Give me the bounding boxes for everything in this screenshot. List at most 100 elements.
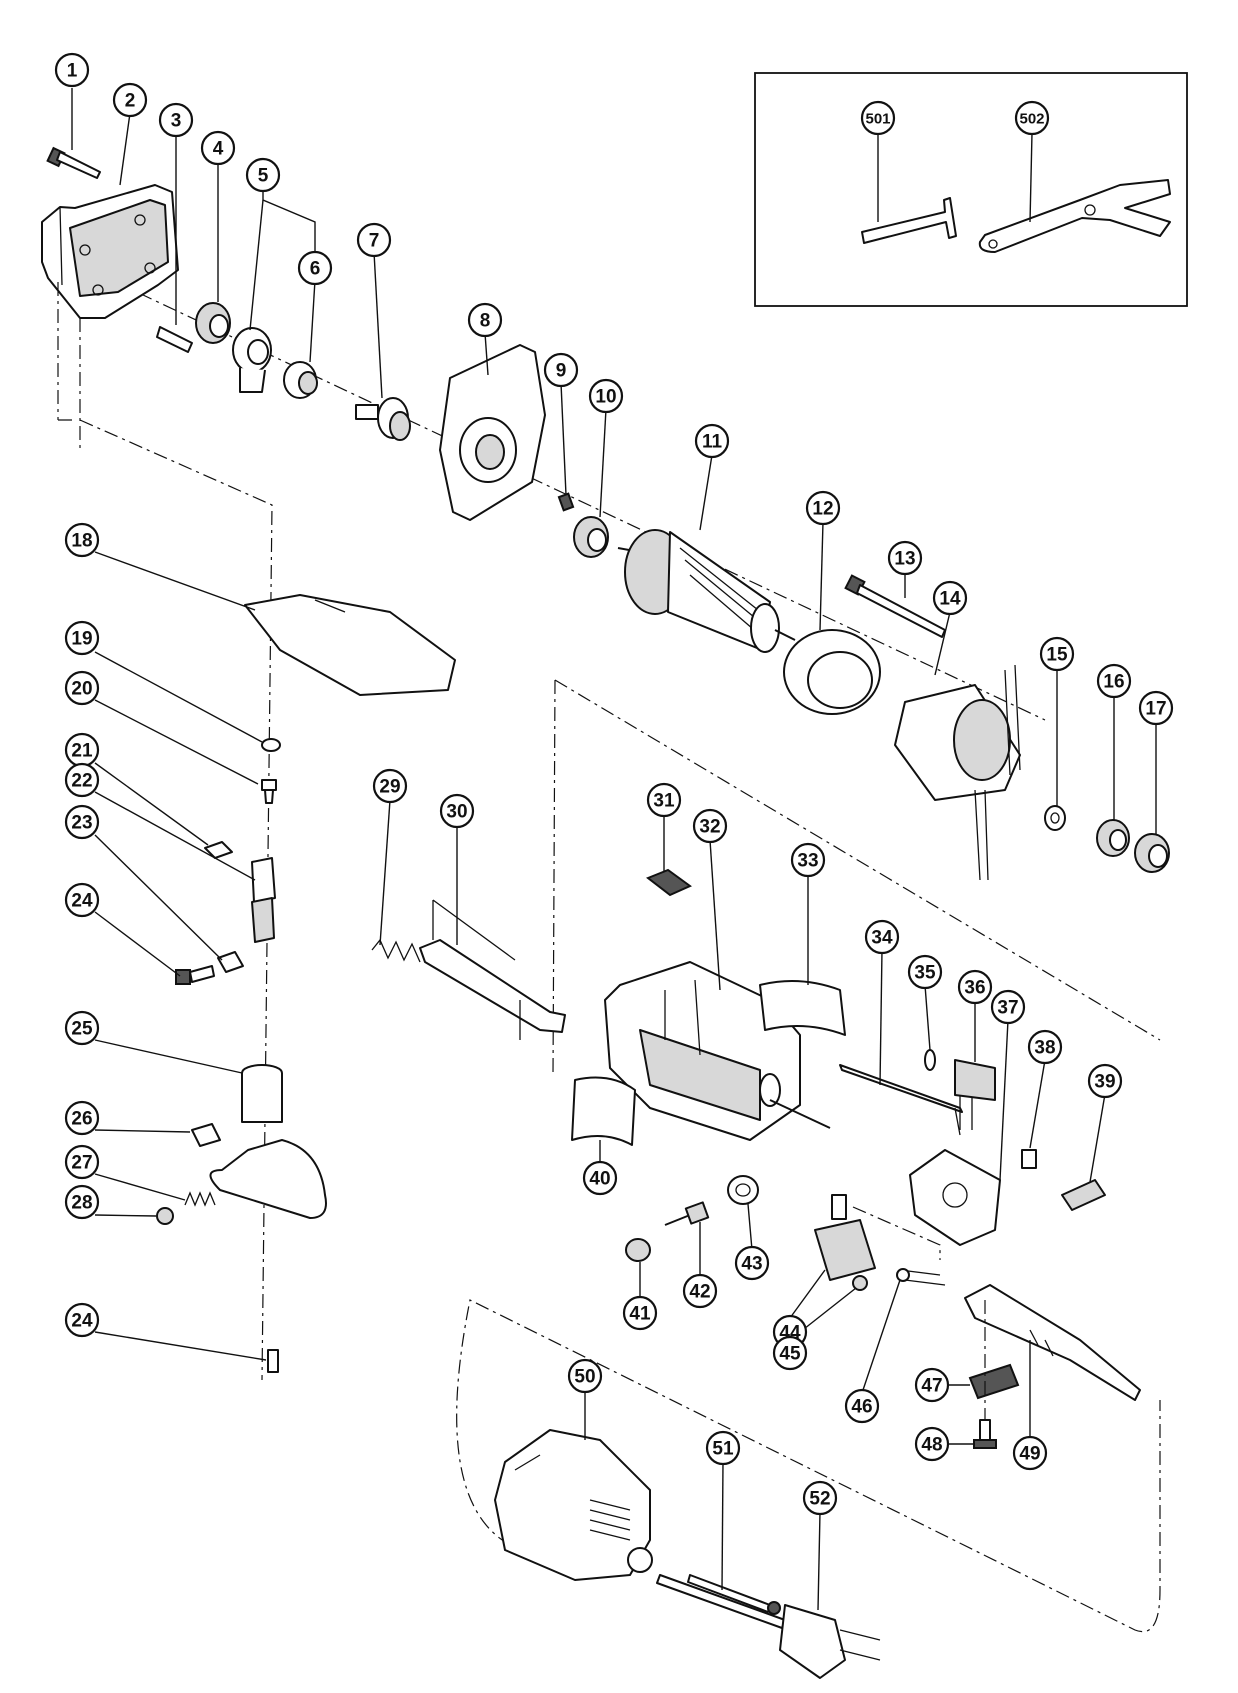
callout-number: 31 xyxy=(653,791,675,812)
washer-15 xyxy=(1044,805,1066,831)
callout-33: 33 xyxy=(790,842,826,878)
callout-25: 25 xyxy=(64,1010,100,1046)
callout-35: 35 xyxy=(907,954,943,990)
callout-number: 17 xyxy=(1145,699,1166,720)
callout-9: 9 xyxy=(543,352,579,388)
callout-24b: 24 xyxy=(64,1302,100,1338)
callout-circle xyxy=(802,1480,838,1516)
callout-circle xyxy=(907,954,943,990)
callout-number: 14 xyxy=(939,589,961,610)
callout-circle xyxy=(112,82,148,118)
cord-plug-52 xyxy=(656,1511,881,1679)
screw-51 xyxy=(687,1461,781,1615)
carbon-brush-rod-34 xyxy=(839,949,963,1136)
hex-wrench-501 xyxy=(861,133,957,244)
callout-24a: 24 xyxy=(64,882,100,918)
callout-circle xyxy=(64,1144,100,1180)
ball-bearing-10 xyxy=(573,516,609,558)
callout-number: 38 xyxy=(1034,1038,1055,1059)
callout-27: 27 xyxy=(64,1144,100,1180)
callout-number: 23 xyxy=(71,813,92,834)
callout-circle xyxy=(622,1295,658,1331)
callout-number: 4 xyxy=(213,139,224,160)
guard-plate-18 xyxy=(94,551,456,696)
callout-52: 52 xyxy=(802,1480,838,1516)
callout-number: 37 xyxy=(997,998,1018,1019)
noise-suppressor-36 xyxy=(954,1000,996,1130)
callout-number: 7 xyxy=(369,231,380,252)
callout-circle xyxy=(914,1367,950,1403)
callout-circle xyxy=(64,804,100,840)
callout-48: 48 xyxy=(914,1426,950,1462)
callout-30: 30 xyxy=(439,793,475,829)
callout-circle xyxy=(543,352,579,388)
callout-number: 32 xyxy=(699,817,720,838)
callout-number: 40 xyxy=(589,1169,610,1190)
callout-18: 18 xyxy=(64,522,100,558)
callout-40: 40 xyxy=(582,1160,618,1196)
callout-circle xyxy=(844,1388,880,1424)
callout-circle xyxy=(64,1302,100,1338)
label-40 xyxy=(571,1076,636,1165)
callout-circle xyxy=(297,250,333,286)
callout-number: 9 xyxy=(556,361,567,382)
callout-circle xyxy=(990,989,1026,1025)
callouts: 1234567891011121314151617181920212223242… xyxy=(54,52,1174,1516)
callout-circle xyxy=(64,620,100,656)
accessory-box xyxy=(754,72,1188,307)
callout-circle xyxy=(64,1184,100,1220)
callout-circle xyxy=(1138,690,1174,726)
callout-number: 15 xyxy=(1046,645,1068,666)
callout-number: 42 xyxy=(689,1282,710,1303)
nut-26 xyxy=(94,1123,221,1147)
callout-circle xyxy=(54,52,90,88)
callout-47: 47 xyxy=(914,1367,950,1403)
callout-number: 5 xyxy=(258,166,269,187)
callout-number: 33 xyxy=(797,851,818,872)
callout-37: 37 xyxy=(990,989,1026,1025)
callout-circle xyxy=(772,1335,808,1371)
screw-48 xyxy=(945,1419,997,1449)
callout-number: 24 xyxy=(71,891,93,912)
brush-cap-38 xyxy=(1021,1059,1046,1169)
callout-50: 50 xyxy=(567,1358,603,1394)
callout-number: 34 xyxy=(871,928,893,949)
terminal-39 xyxy=(1061,1093,1106,1211)
callout-1: 1 xyxy=(54,52,90,88)
callout-circle xyxy=(1096,663,1132,699)
stator-14 xyxy=(894,664,1021,881)
callout-22: 22 xyxy=(64,762,100,798)
callout-circle xyxy=(372,768,408,804)
callout-41: 41 xyxy=(622,1295,658,1331)
spiral-pinion-7 xyxy=(355,397,411,441)
switch-44 xyxy=(789,1194,941,1319)
callout-circle xyxy=(64,670,100,706)
callout-7: 7 xyxy=(356,222,392,258)
callout-number: 45 xyxy=(779,1344,801,1365)
callout-circle xyxy=(705,1430,741,1466)
callout-circle xyxy=(64,882,100,918)
callout-10: 10 xyxy=(588,378,624,414)
callout-circle xyxy=(860,100,896,136)
callout-number: 24 xyxy=(71,1311,93,1332)
callout-number: 51 xyxy=(712,1439,734,1460)
callout-circle xyxy=(682,1273,718,1309)
callout-20: 20 xyxy=(64,670,100,706)
ball-bearing-4 xyxy=(195,302,231,344)
callout-4: 4 xyxy=(200,130,236,166)
switch-button-31 xyxy=(646,814,692,897)
callout-number: 35 xyxy=(914,963,936,984)
nut-28 xyxy=(94,1207,174,1225)
callout-number: 18 xyxy=(71,531,92,552)
name-plate-33 xyxy=(759,873,846,1036)
fan-guide-12 xyxy=(783,629,881,715)
callout-number: 1 xyxy=(67,61,78,82)
callout-number: 3 xyxy=(171,111,182,132)
callout-circle xyxy=(1027,1029,1063,1065)
callout-circle xyxy=(694,423,730,459)
spring-29 xyxy=(371,799,421,963)
spring-27 xyxy=(94,1173,216,1207)
washer-19 xyxy=(94,651,281,752)
pin-3 xyxy=(156,326,193,353)
